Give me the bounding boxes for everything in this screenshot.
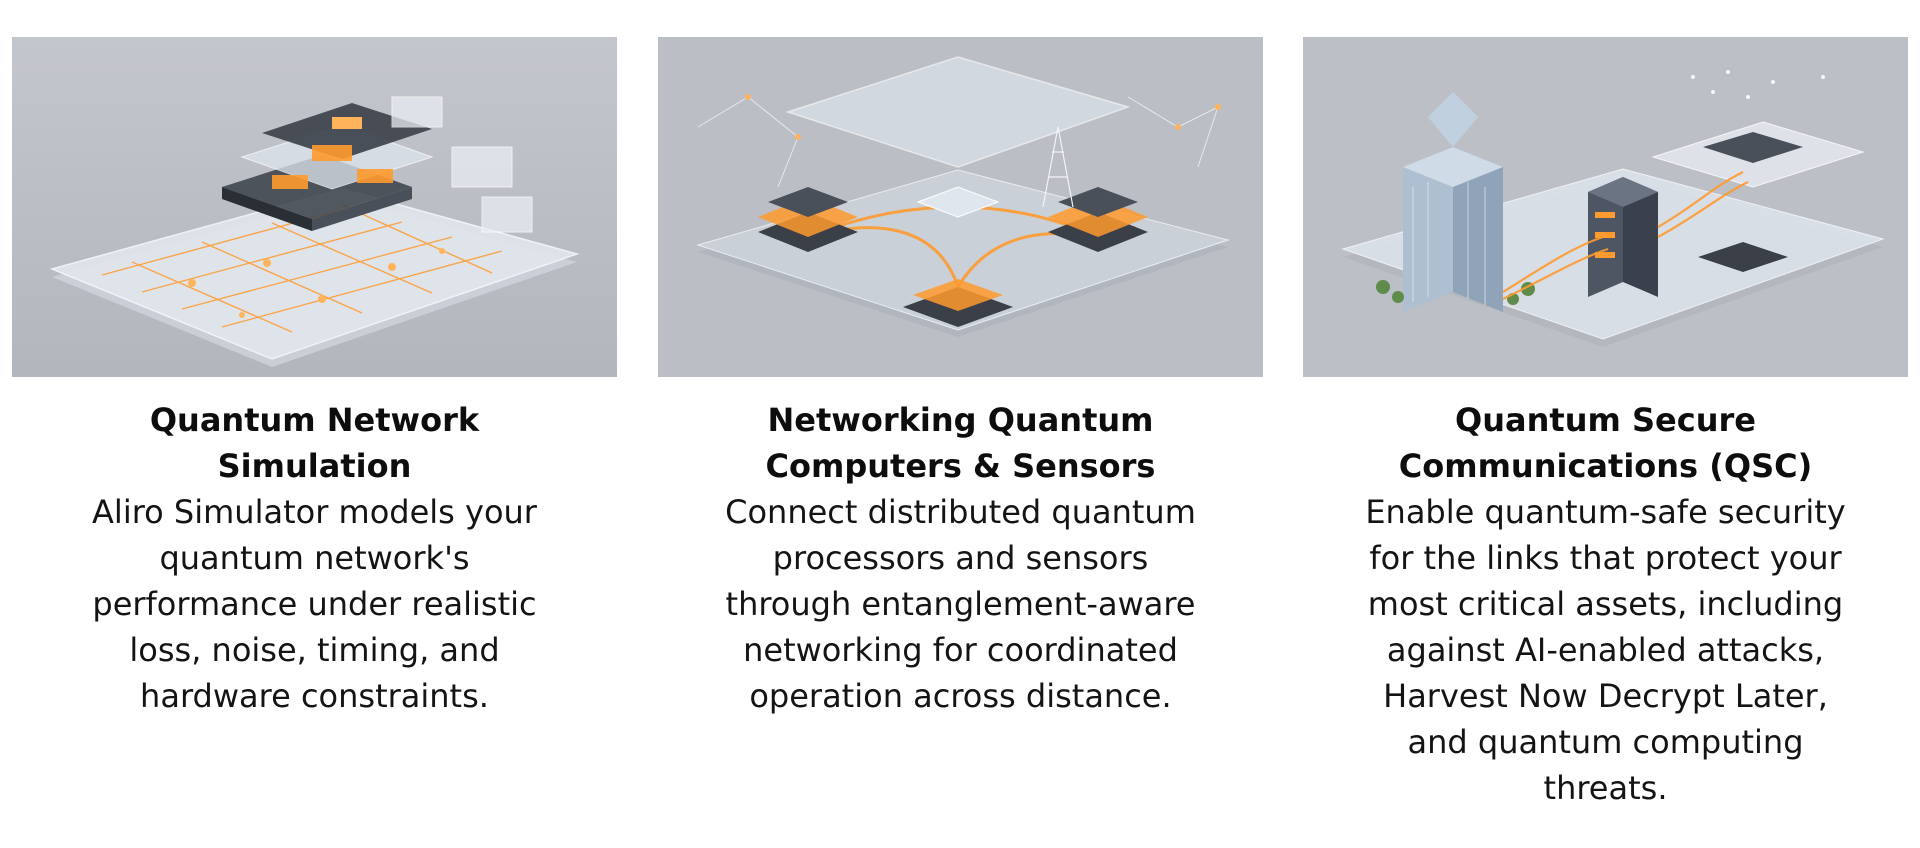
card-title: Quantum Network Simulation: [149, 401, 480, 485]
card-description: Aliro Simulator models your quantum netw…: [92, 493, 537, 715]
feature-card-secure-comms: Quantum Secure Communications (QSC) Enab…: [1303, 37, 1908, 811]
card-title: Quantum Secure Communications (QSC): [1398, 401, 1813, 485]
card-title: Networking Quantum Computers & Sensors: [765, 401, 1156, 485]
networking-illustration: [658, 37, 1263, 377]
card-description: Connect distributed quantum processors a…: [725, 493, 1196, 715]
card-description: Enable quantum-safe security for the lin…: [1365, 493, 1846, 807]
feature-card-simulation: Quantum Network Simulation Aliro Simulat…: [12, 37, 617, 719]
feature-card-networking: Networking Quantum Computers & Sensors C…: [658, 37, 1263, 719]
simulation-illustration: [12, 37, 617, 377]
secure-communications-illustration: [1303, 37, 1908, 377]
